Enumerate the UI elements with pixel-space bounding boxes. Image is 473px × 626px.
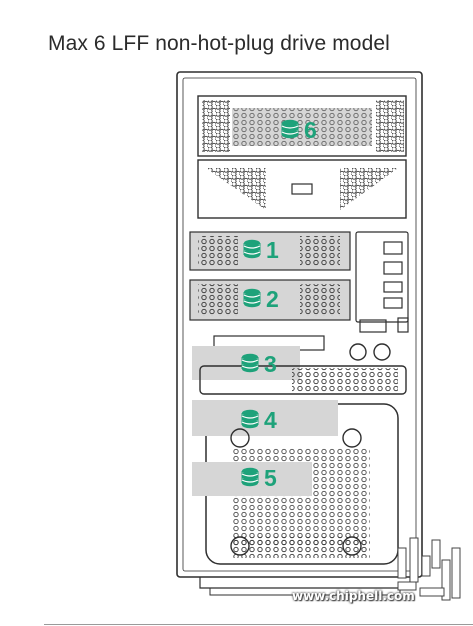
drive-stack-icon — [242, 468, 258, 486]
drive-stack-icon — [244, 289, 260, 307]
bay-number: 3 — [264, 351, 277, 377]
bay-number: 2 — [266, 286, 279, 312]
drive-stack-icon — [282, 120, 298, 138]
watermark-url: www.chiphell.com — [292, 589, 415, 603]
lower-mesh-front — [192, 400, 398, 564]
bay-number: 4 — [264, 407, 277, 433]
drive-stack-icon — [244, 240, 260, 258]
front-io-panel — [356, 232, 408, 332]
vent-panel — [198, 160, 406, 218]
drive-stack-icon — [242, 354, 258, 372]
bay-number: 5 — [264, 465, 277, 491]
bay-number: 1 — [266, 237, 279, 263]
drive-stack-icon — [242, 410, 258, 428]
bay-6-cage — [198, 96, 406, 156]
bay-number: 6 — [304, 117, 317, 143]
bottom-divider — [44, 624, 473, 625]
